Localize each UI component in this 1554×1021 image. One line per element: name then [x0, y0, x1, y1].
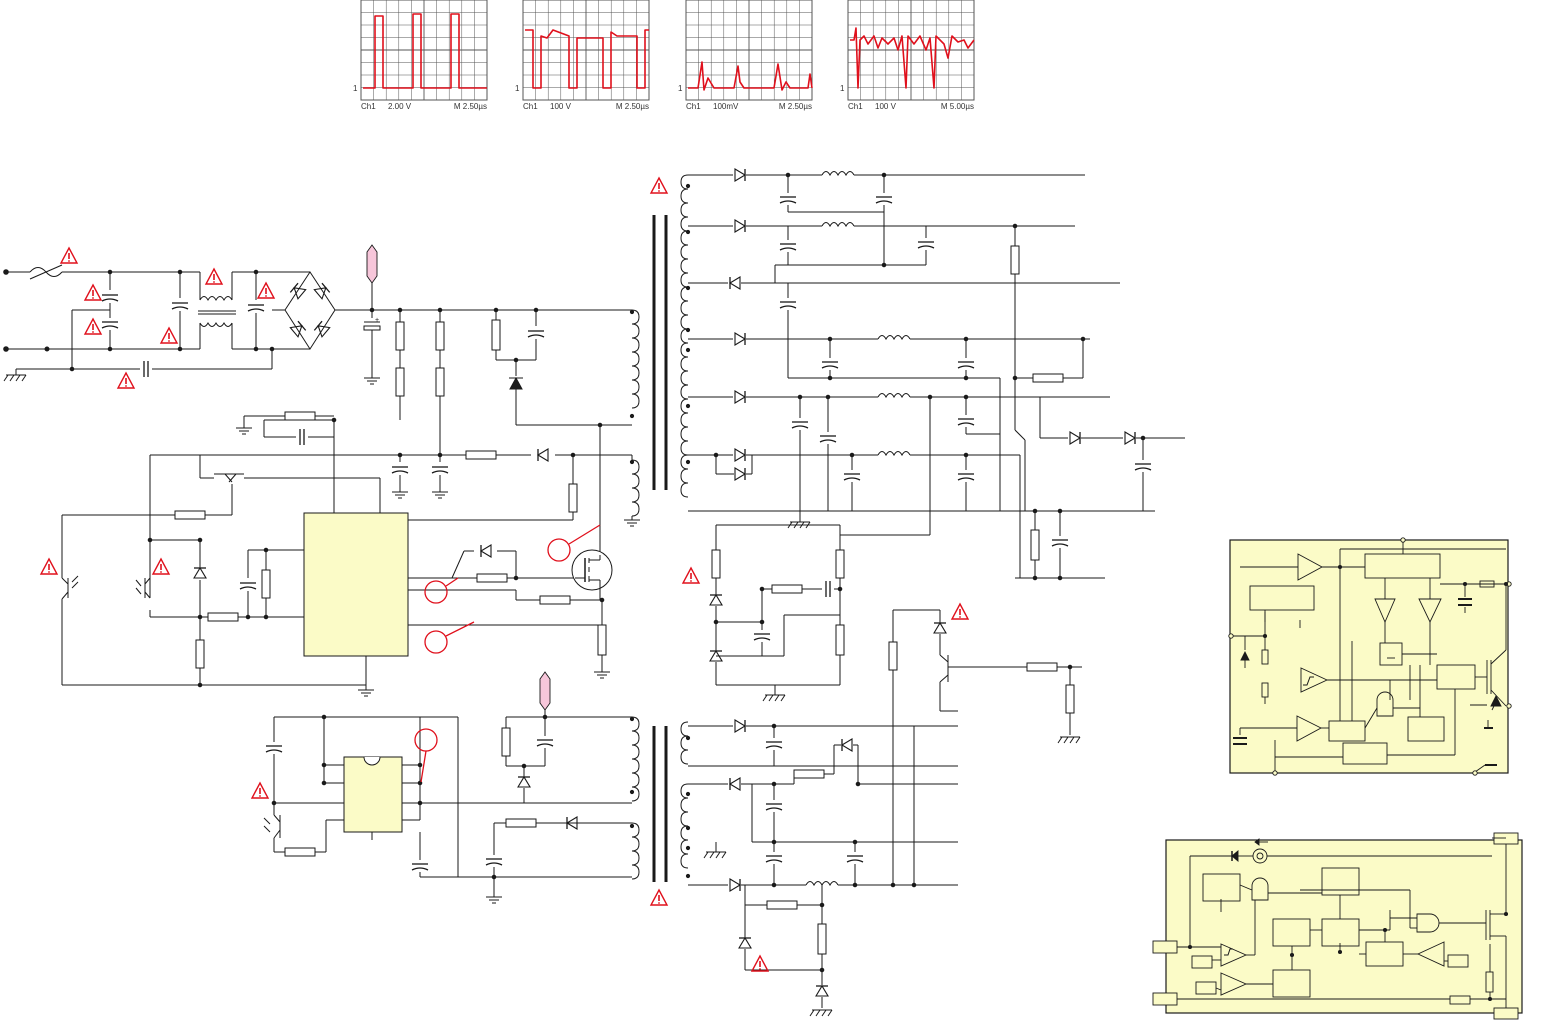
scope-channel-label: Ch1: [848, 102, 863, 111]
scope-ground-marker: 1: [353, 84, 358, 93]
probe-circle-icon: [414, 524, 601, 783]
schematic-wiring: +: [3, 168, 1185, 1017]
scope-ground-marker: 1: [840, 84, 845, 93]
connector-tag-icon: [366, 244, 551, 711]
scope-ground-marker: 1: [678, 84, 683, 93]
scope-time-per-div: M 2.50µs: [616, 102, 649, 111]
scope-trace: [525, 29, 649, 89]
scope-volts-per-div: 100 V: [875, 102, 897, 111]
scope-time-per-div: M 5.00µs: [941, 102, 974, 111]
scope-volts-per-div: 100 V: [550, 102, 572, 111]
svg-text:+: +: [375, 317, 379, 324]
scope-channel-label: Ch1: [686, 102, 701, 111]
scope-trace: [688, 61, 813, 91]
scope-channel-label: Ch1: [361, 102, 376, 111]
scope-volts-per-div: 2.00 V: [388, 102, 412, 111]
scope-channel-label: Ch1: [523, 102, 538, 111]
scope-time-per-div: M 2.50µs: [454, 102, 487, 111]
scope-ground-marker: 1: [515, 84, 520, 93]
scope-volts-per-div: 100mV: [713, 102, 739, 111]
ic-block-diagram-2: [1152, 832, 1523, 1020]
scope-trace: [363, 13, 487, 89]
ic-block-diagram-1: [1228, 537, 1512, 776]
scope-trace: [850, 27, 975, 89]
scope-time-per-div: M 2.50µs: [779, 102, 812, 111]
